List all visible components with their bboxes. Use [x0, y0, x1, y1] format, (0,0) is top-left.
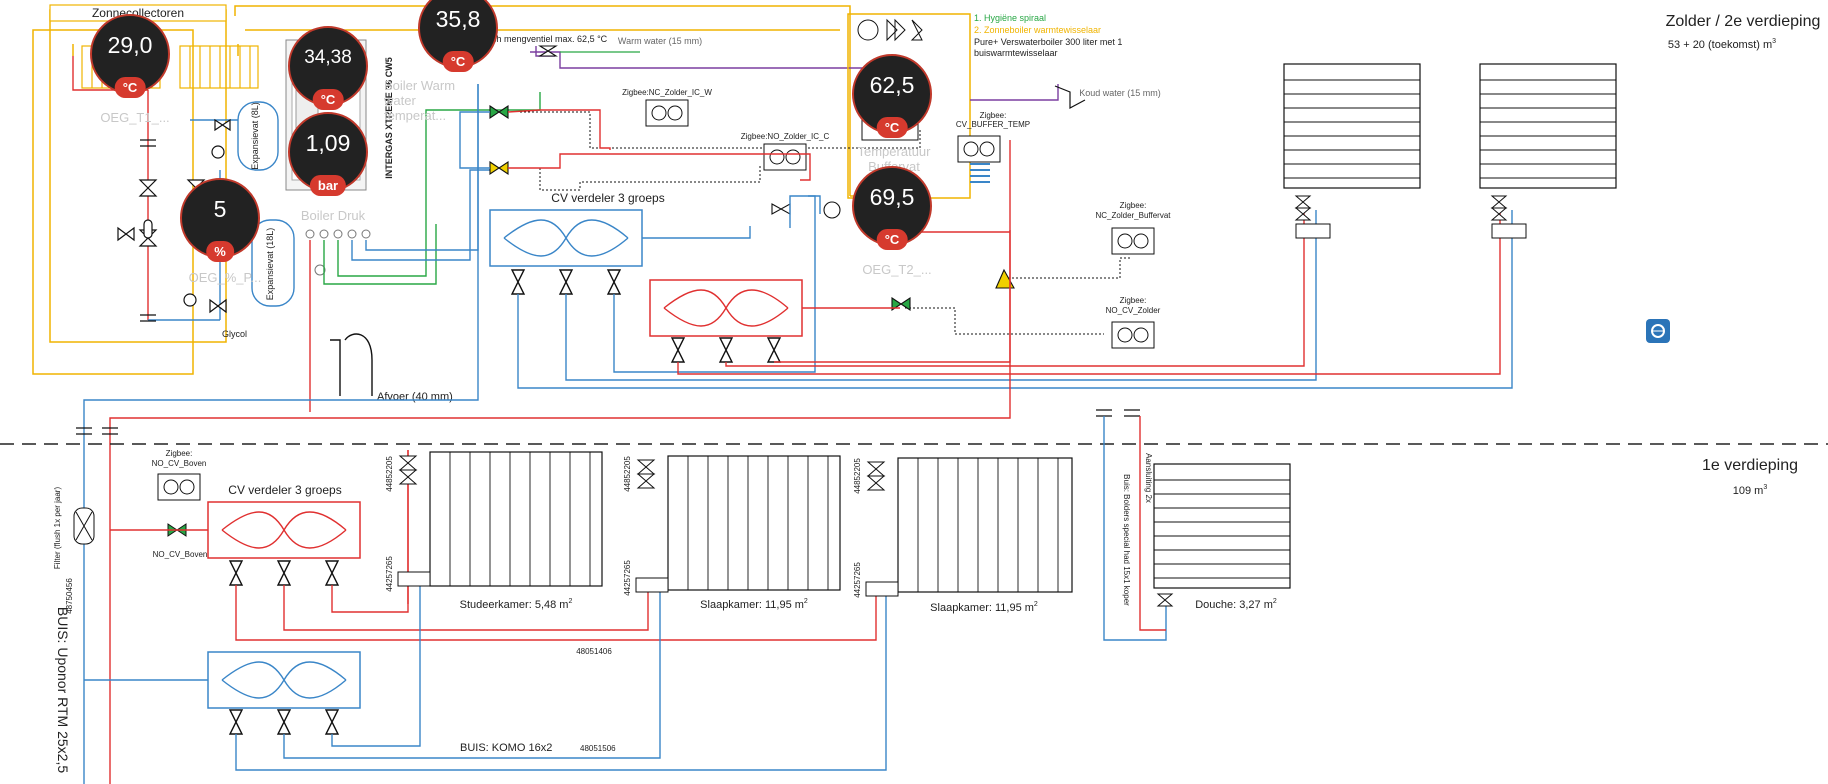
drain-label: Afvoer (40 mm) [377, 391, 453, 403]
gauge-boiler-pressure-unit: bar [309, 175, 347, 196]
pipe-crossings [76, 409, 1140, 435]
zigbee-nc-zolder-buffervat-label-a: Zigbee: [1120, 201, 1147, 210]
cv-distributor-top-label: CV verdeler 3 groeps [551, 191, 664, 205]
list-icon [1651, 324, 1665, 338]
gauge-boiler-warm-water-name: Boiler Warm water temperat... [384, 78, 456, 123]
gauge-boiler-pressure-name: Boiler Druk [300, 208, 366, 223]
gauge-oeg-t2-unit: °C [876, 229, 908, 250]
svg-text:44257265: 44257265 [623, 560, 632, 596]
gauge-mixing-temp-value: 35,8 [435, 6, 481, 32]
boiler-model-label: INTERGAS XTREME 36 CW5 [384, 57, 394, 179]
solar-panel-right [179, 45, 259, 89]
aansluiting-label: Aansluiting 2x [1144, 453, 1153, 503]
gauge-oeg-t2-value: 69,5 [869, 184, 915, 210]
gauge-oeg-t2[interactable]: 69,5 °C OEG_T2_... [852, 166, 932, 277]
filter-id-label: 48750456 [65, 578, 74, 614]
radiator-slaapkamer-1 [667, 455, 841, 591]
gauge-mixing-temp[interactable]: 35,8 °C [418, 0, 498, 72]
radiator-valves-first [397, 455, 899, 597]
zigbee-no-cv-boven-label-b: NO_CV_Boven [152, 459, 207, 468]
legend-item-1: 1. Hygiëne spiraal [974, 13, 1046, 23]
first-floor-title: 1e verdieping [1702, 457, 1798, 474]
svg-text:44852205: 44852205 [623, 456, 632, 492]
zigbee-devices [157, 99, 1155, 501]
pipe-komo-id-label: 48051506 [580, 744, 616, 753]
filter-label: Filter (flush 1x per jaar) [53, 487, 62, 570]
expansion-vessel-8l [237, 101, 279, 171]
room-slaapkamer-1: Slaapkamer: 11,95 m2 [700, 598, 808, 611]
expansion-vessel-18l-label: Expansievat (18L) [265, 228, 275, 301]
mixing-valve [530, 45, 868, 69]
svg-text:44257265: 44257265 [853, 562, 862, 598]
radiator-studeerkamer [429, 451, 603, 587]
mixing-valve-label: Thermostatisch mengventiel max. 62,5 °C [440, 34, 608, 44]
pipe-komo-label: BUIS: KOMO 16x2 [460, 742, 552, 754]
room-studeerkamer: Studeerkamer: 5,48 m2 [460, 598, 573, 611]
cv-distributor-red-bottom [207, 501, 361, 559]
gauge-boiler-pressure-value: 1,09 [305, 130, 351, 156]
zigbee-no-cv-zolder-label-a: Zigbee: [1120, 296, 1147, 305]
zigbee-cv-buffer-temp-label-b: CV_BUFFER_TEMP [956, 120, 1030, 129]
gauge-oeg-percent-name: OEG_%_P... [188, 270, 262, 285]
zigbee-nc-zolder-buffervat-label-b: NC_Zolder_Buffervat [1096, 211, 1172, 220]
cold-water-symbol [1054, 85, 1086, 109]
gauge-mixing-temp-unit: °C [442, 51, 474, 72]
gauge-oeg-t2-name: OEG_T2_... [862, 262, 932, 277]
legend-item-3: Pure+ Verswaterboiler 300 liter met 1 [974, 37, 1122, 47]
legend-item-4: buiswarmtewisselaar [974, 48, 1058, 58]
gauge-oeg-t1-value: 29,0 [107, 32, 153, 58]
gauge-boiler-warm-water-unit: °C [312, 89, 344, 110]
gauge-oeg-percent[interactable]: 5 % OEG_%_P... [180, 178, 261, 285]
radiator-top-right [1479, 63, 1617, 239]
radiator-douche [1153, 463, 1291, 607]
gauge-oeg-percent-value: 5 [213, 196, 227, 222]
filter [73, 507, 95, 545]
gauge-oeg-t1-name: OEG_T1_... [100, 110, 170, 125]
motorized-valves [489, 104, 1015, 312]
cv-distributor-blue-bottom [207, 651, 361, 709]
glycol-label: Glycol [222, 329, 247, 339]
svg-text:44257265: 44257265 [385, 556, 394, 592]
radiator-slaapkamer-2 [897, 457, 1073, 593]
warm-water-label: Warm water (15 mm) [618, 36, 702, 46]
cv-distributor-blue-top [489, 209, 643, 267]
gauge-boiler-warm-water[interactable]: 34,38 °C Boiler Warm water temperat... [288, 26, 455, 123]
menu-button[interactable] [1646, 319, 1670, 343]
zigbee-cv-buffer-temp-label-a: Zigbee: [980, 111, 1007, 120]
pipe-uponor-label: BUIS: Uponor RTM 25x2,5 [55, 607, 71, 773]
radiator-top-left [1283, 63, 1421, 239]
cold-water-pipe [970, 84, 1059, 101]
zigbee-nc-zolder-ic-w-label: Zigbee:NC_Zolder_IC_W [622, 88, 712, 97]
top-floor-volume: 53 + 20 (toekomst) m3 [1668, 38, 1776, 51]
buffer-temp-coil [970, 163, 990, 183]
pipe-bolders-label: Buis: Bolders special had 15x1 koper [1122, 474, 1131, 606]
zigbee-no-zolder-ic-c-label: Zigbee:NO_Zolder_IC_C [741, 132, 830, 141]
legend-item-2: 2. Zonneboiler warmtewisselaar [974, 25, 1101, 35]
zigbee-no-cv-zolder-label-b: NO_CV_Zolder [1106, 306, 1161, 315]
gauge-buffer-temp[interactable]: 62,5 °C Temperatuur Buffervat [852, 54, 932, 174]
upper-distribution-pipes [83, 84, 1513, 784]
gauge-oeg-t1[interactable]: 29,0 °C OEG_T1_... [90, 14, 170, 125]
radiator-id-labels: 44852205 44257265 44852205 44257265 4485… [385, 456, 862, 598]
cold-water-label: Koud water (15 mm) [1079, 88, 1161, 98]
zigbee-no-cv-boven-label-a: Zigbee: [166, 449, 193, 458]
cv-distributor-red-top [649, 279, 803, 337]
svg-text:44852205: 44852205 [385, 456, 394, 492]
room-douche: Douche: 3,27 m2 [1195, 598, 1277, 611]
top-floor-title: Zolder / 2e verdieping [1666, 13, 1821, 30]
gauge-boiler-warm-water-value: 34,38 [304, 47, 352, 68]
expansion-vessel-8l-label: Expansievat (8L) [250, 102, 260, 170]
room-slaapkamer-2: Slaapkamer: 11,95 m2 [930, 601, 1038, 614]
no-cv-boven-label: NO_CV_Boven [153, 550, 208, 559]
svg-text:44852205: 44852205 [853, 458, 862, 494]
expansion-vessel-18l [251, 219, 295, 307]
first-floor-volume: 109 m3 [1733, 484, 1768, 497]
gauge-buffer-temp-value: 62,5 [869, 72, 915, 98]
gauge-oeg-percent-unit: % [206, 241, 234, 262]
gauge-oeg-t1-unit: °C [114, 77, 146, 98]
cv-distributor-bottom-label: CV verdeler 3 groeps [228, 483, 341, 497]
gauge-boiler-pressure[interactable]: 1,09 bar Boiler Druk [288, 112, 368, 223]
pipe-mid-id-label: 48051406 [576, 647, 612, 656]
gauge-buffer-temp-unit: °C [876, 117, 908, 138]
